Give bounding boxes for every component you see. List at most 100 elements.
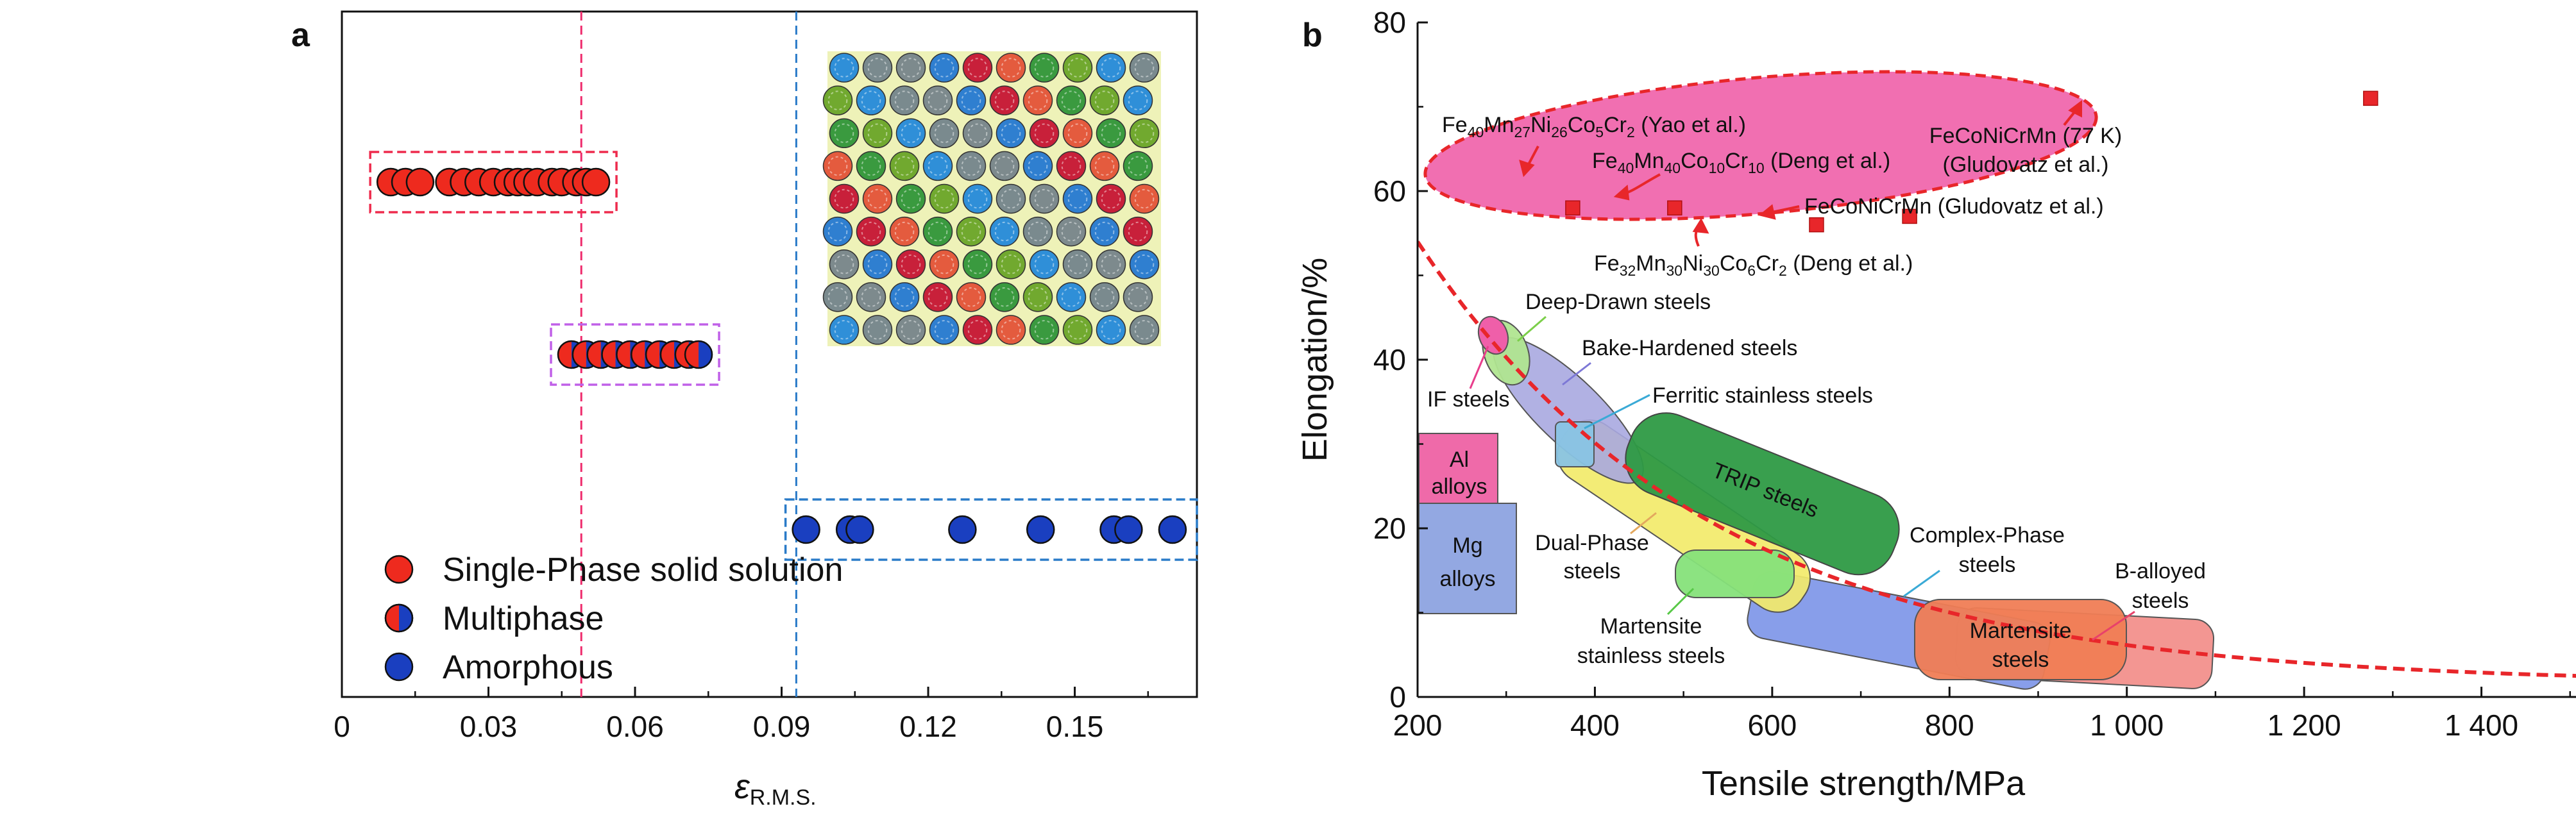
- label-martensite-steels-1: Martensite: [1970, 619, 2072, 643]
- x-tick-label: 0.09: [753, 710, 811, 743]
- leader-bake-hardened: [1562, 362, 1591, 386]
- hea-data-point: [2363, 90, 2378, 106]
- label-feconicrmn-77k-ref: (Gludovatz et al.): [1943, 153, 2109, 177]
- panel-b-chart: b: [1296, 6, 2576, 803]
- label-b-alloyed-steels-1: B-alloyed: [2115, 559, 2206, 583]
- multiphase-group-box: [550, 323, 720, 386]
- x-tick-label: 1 000: [2090, 708, 2164, 742]
- panel-b-points: [1565, 90, 2378, 233]
- y-tick-label: 20: [1373, 512, 1406, 545]
- label-al-alloys-1: Al: [1450, 448, 1469, 472]
- x-tick-label: 0.12: [899, 710, 957, 743]
- legend-label-multiphase: Multiphase: [443, 600, 604, 637]
- multiphase-point: [684, 340, 713, 369]
- label-martensite-stainless-steels-2: stainless steels: [1577, 644, 1725, 668]
- hea-data-point: [1902, 208, 1917, 224]
- label-complex-phase-steels-1: Complex-Phase: [1910, 523, 2065, 548]
- x-tick-label: 0.06: [606, 710, 664, 743]
- label-bake-hardened-steels: Bake-Hardened steels: [1582, 336, 1797, 360]
- legend-marker-multiphase-half: [386, 605, 399, 632]
- legend-marker-amorphous: [384, 652, 414, 682]
- region-labels: Deep-Drawn steels Bake-Hardened steels I…: [1427, 290, 2206, 672]
- label-dual-phase-steels-1: Dual-Phase: [1535, 531, 1649, 555]
- hea-data-point: [1809, 217, 1824, 233]
- label-deep-drawn-steels: Deep-Drawn steels: [1525, 290, 1711, 314]
- label-b-alloyed-steels-2: steels: [2132, 589, 2189, 613]
- amorphous-group-box: [784, 498, 1198, 561]
- leader-ferritic: [1584, 394, 1650, 430]
- region-mg-alloys: [1418, 503, 1517, 614]
- x-tick-label: 400: [1570, 708, 1620, 742]
- label-mg-alloys-2: alloys: [1440, 567, 1496, 591]
- label-feconicrmn-77k: FeCoNiCrMn (77 K): [1929, 124, 2122, 148]
- panel-a-letter: a: [291, 17, 310, 54]
- label-complex-phase-steels-2: steels: [1959, 553, 2016, 577]
- single-phase-solid-solution-point: [405, 167, 435, 197]
- x-tick-label: 0: [334, 710, 350, 743]
- panel-a-chart: a 0 0.03 0.06 0.09 0.12 0.15 εR.M.S. Single-P…: [291, 10, 1198, 810]
- arrow-gludovatz-head: [1758, 204, 1776, 220]
- amorphous-point: [1114, 515, 1143, 544]
- arrow-yao-head: [1519, 159, 1535, 178]
- y-tick-label: 80: [1373, 6, 1406, 39]
- region-ferritic-stainless-steels: [1555, 421, 1595, 467]
- label-al-alloys-2: alloys: [1432, 474, 1487, 499]
- x-tick-label: 600: [1747, 708, 1797, 742]
- x-tick-label: 1 400: [2445, 708, 2518, 742]
- panel-a-legend: Single-Phase solid solution Multiphase A…: [384, 551, 843, 686]
- legend-label-amorphous: Amorphous: [443, 649, 613, 686]
- y-tick-label: 60: [1373, 174, 1406, 208]
- label-if-steels: IF steels: [1427, 387, 1509, 412]
- arrow-deng-32-head: [1692, 217, 1709, 234]
- amorphous-point: [948, 515, 977, 544]
- panel-b-letter: b: [1302, 17, 1323, 54]
- label-ferritic-stainless-steels: Ferritic stainless steels: [1652, 383, 1873, 408]
- arrow-deng-40-head: [1613, 184, 1630, 201]
- region-martensite-stainless-steels: [1675, 549, 1795, 598]
- panel-a-points: [376, 167, 1187, 544]
- x-tick-label: 800: [1925, 708, 1974, 742]
- region-martensite-steels: [1914, 599, 2127, 680]
- x-tick-label: 200: [1393, 708, 1443, 742]
- leader-dual-phase: [1630, 512, 1657, 535]
- leader-martensite-stainless: [1666, 587, 1695, 616]
- legend-item-amorphous: Amorphous: [384, 649, 613, 686]
- panel-b-y-axis-label: Elongation/%: [1296, 258, 1334, 462]
- label-dual-phase-steels-2: steels: [1564, 559, 1621, 583]
- amorphous-point: [1158, 515, 1187, 544]
- y-tick-label: 40: [1373, 343, 1406, 376]
- hea-annotations: Fe40Mn27Ni26Co5Cr2 (Yao et al.) Fe40Mn40…: [1442, 100, 2122, 279]
- panel-b-y-ticks: 0 20 40 60 80: [1373, 6, 1428, 714]
- amorphous-point: [1026, 515, 1055, 544]
- amorphous-point: [845, 515, 874, 544]
- trend-line: [1418, 240, 2576, 678]
- legend-item-single-phase: Single-Phase solid solution: [384, 551, 843, 589]
- legend-label-single-phase: Single-Phase solid solution: [443, 551, 843, 589]
- lattice-inset-image: [822, 51, 1161, 346]
- hea-data-point: [1565, 200, 1580, 216]
- legend-marker-multiphase-outline: [384, 603, 414, 633]
- panel-a-x-axis-label: εR.M.S.: [734, 767, 817, 810]
- amorphous-point: [792, 515, 820, 544]
- leader-if-steels: [1469, 346, 1489, 389]
- panel-b-x-axis-label: Tensile strength/MPa: [1702, 764, 2026, 803]
- y-tick-label: 0: [1389, 680, 1406, 714]
- x-tick-label: 0.03: [460, 710, 518, 743]
- label-martensite-steels-2: steels: [1992, 648, 2049, 672]
- label-fe40mn27ni26co5cr2: Fe40Mn27Ni26Co5Cr2 (Yao et al.): [1442, 113, 1746, 140]
- panel-a-x-ticks: 0 0.03 0.06 0.09 0.12 0.15: [334, 687, 1149, 743]
- leader-deep-drawn: [1517, 315, 1546, 342]
- legend-marker-single-phase: [384, 555, 414, 584]
- label-martensite-stainless-steels-1: Martensite: [1600, 614, 1702, 639]
- region-if-steels: [1477, 315, 1509, 355]
- steel-regions: [1418, 315, 2215, 690]
- x-tick-label: 0.15: [1046, 710, 1104, 743]
- arrow-77k-head: [2068, 100, 2082, 118]
- label-mg-alloys-1: Mg: [1452, 533, 1482, 558]
- x-tick-label: 1 200: [2267, 708, 2341, 742]
- label-fe40mn40co10cr10: Fe40Mn40Co10Cr10 (Deng et al.): [1592, 149, 1890, 176]
- leader-complex-phase: [1903, 569, 1940, 598]
- label-feconicrmn: FeCoNiCrMn (Gludovatz et al.): [1804, 194, 2104, 219]
